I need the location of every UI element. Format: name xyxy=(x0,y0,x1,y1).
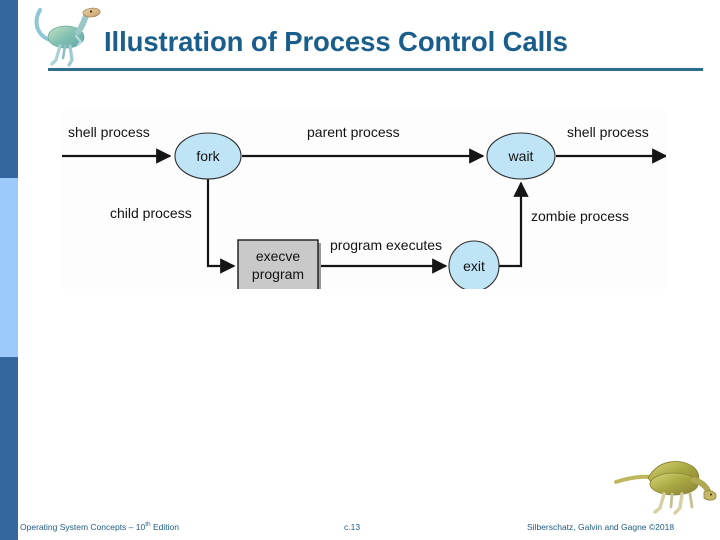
node-wait: wait xyxy=(486,132,556,180)
edge-label-zombie-process: zombie process xyxy=(531,208,629,224)
slide-header: Illustration of Process Control Calls xyxy=(18,0,720,90)
footer-edition-text: Operating System Concepts xyxy=(20,522,129,532)
edge-label-shell-process-out: shell process xyxy=(567,124,649,140)
edge-label-parent-process: parent process xyxy=(307,124,400,140)
node-fork: fork xyxy=(174,132,242,180)
page-title: Illustration of Process Control Calls xyxy=(104,26,568,57)
edge-exit-to-wait xyxy=(499,181,529,268)
title-divider xyxy=(48,68,703,71)
footer-edition-number: – 10 xyxy=(128,522,146,532)
node-exit: exit xyxy=(448,240,500,289)
node-execve-label-line2: program xyxy=(252,266,304,282)
footer-page-number: c.13 xyxy=(344,522,361,532)
footer-edition-ordinal: th xyxy=(145,521,151,529)
sidebar-band-middle xyxy=(0,178,18,357)
footer-left-text: Operating System Concepts – 10th Edition xyxy=(20,521,179,532)
process-control-calls-diagram: fork wait execve program exit shell proc… xyxy=(62,110,666,289)
footer-edition-suffix: Edition xyxy=(150,522,179,532)
edge-label-program-executes: program executes xyxy=(330,237,442,253)
dinosaur-icon xyxy=(32,4,104,70)
node-fork-label: fork xyxy=(196,148,220,164)
edge-label-child-process: child process xyxy=(110,205,192,221)
edge-fork-to-execve xyxy=(206,179,236,274)
edge-label-shell-process-in: shell process xyxy=(68,124,150,140)
node-wait-label: wait xyxy=(508,148,534,164)
sidebar-band-bottom xyxy=(0,357,18,540)
footer-copyright: Silberschatz, Galvin and Gagne ©2018 xyxy=(527,522,675,532)
node-execve-program: execve program xyxy=(237,239,321,289)
node-execve-label-line1: execve xyxy=(256,248,301,264)
sidebar-band-top xyxy=(0,0,18,178)
node-exit-label: exit xyxy=(463,258,485,274)
dinosaur-icon xyxy=(614,456,718,518)
